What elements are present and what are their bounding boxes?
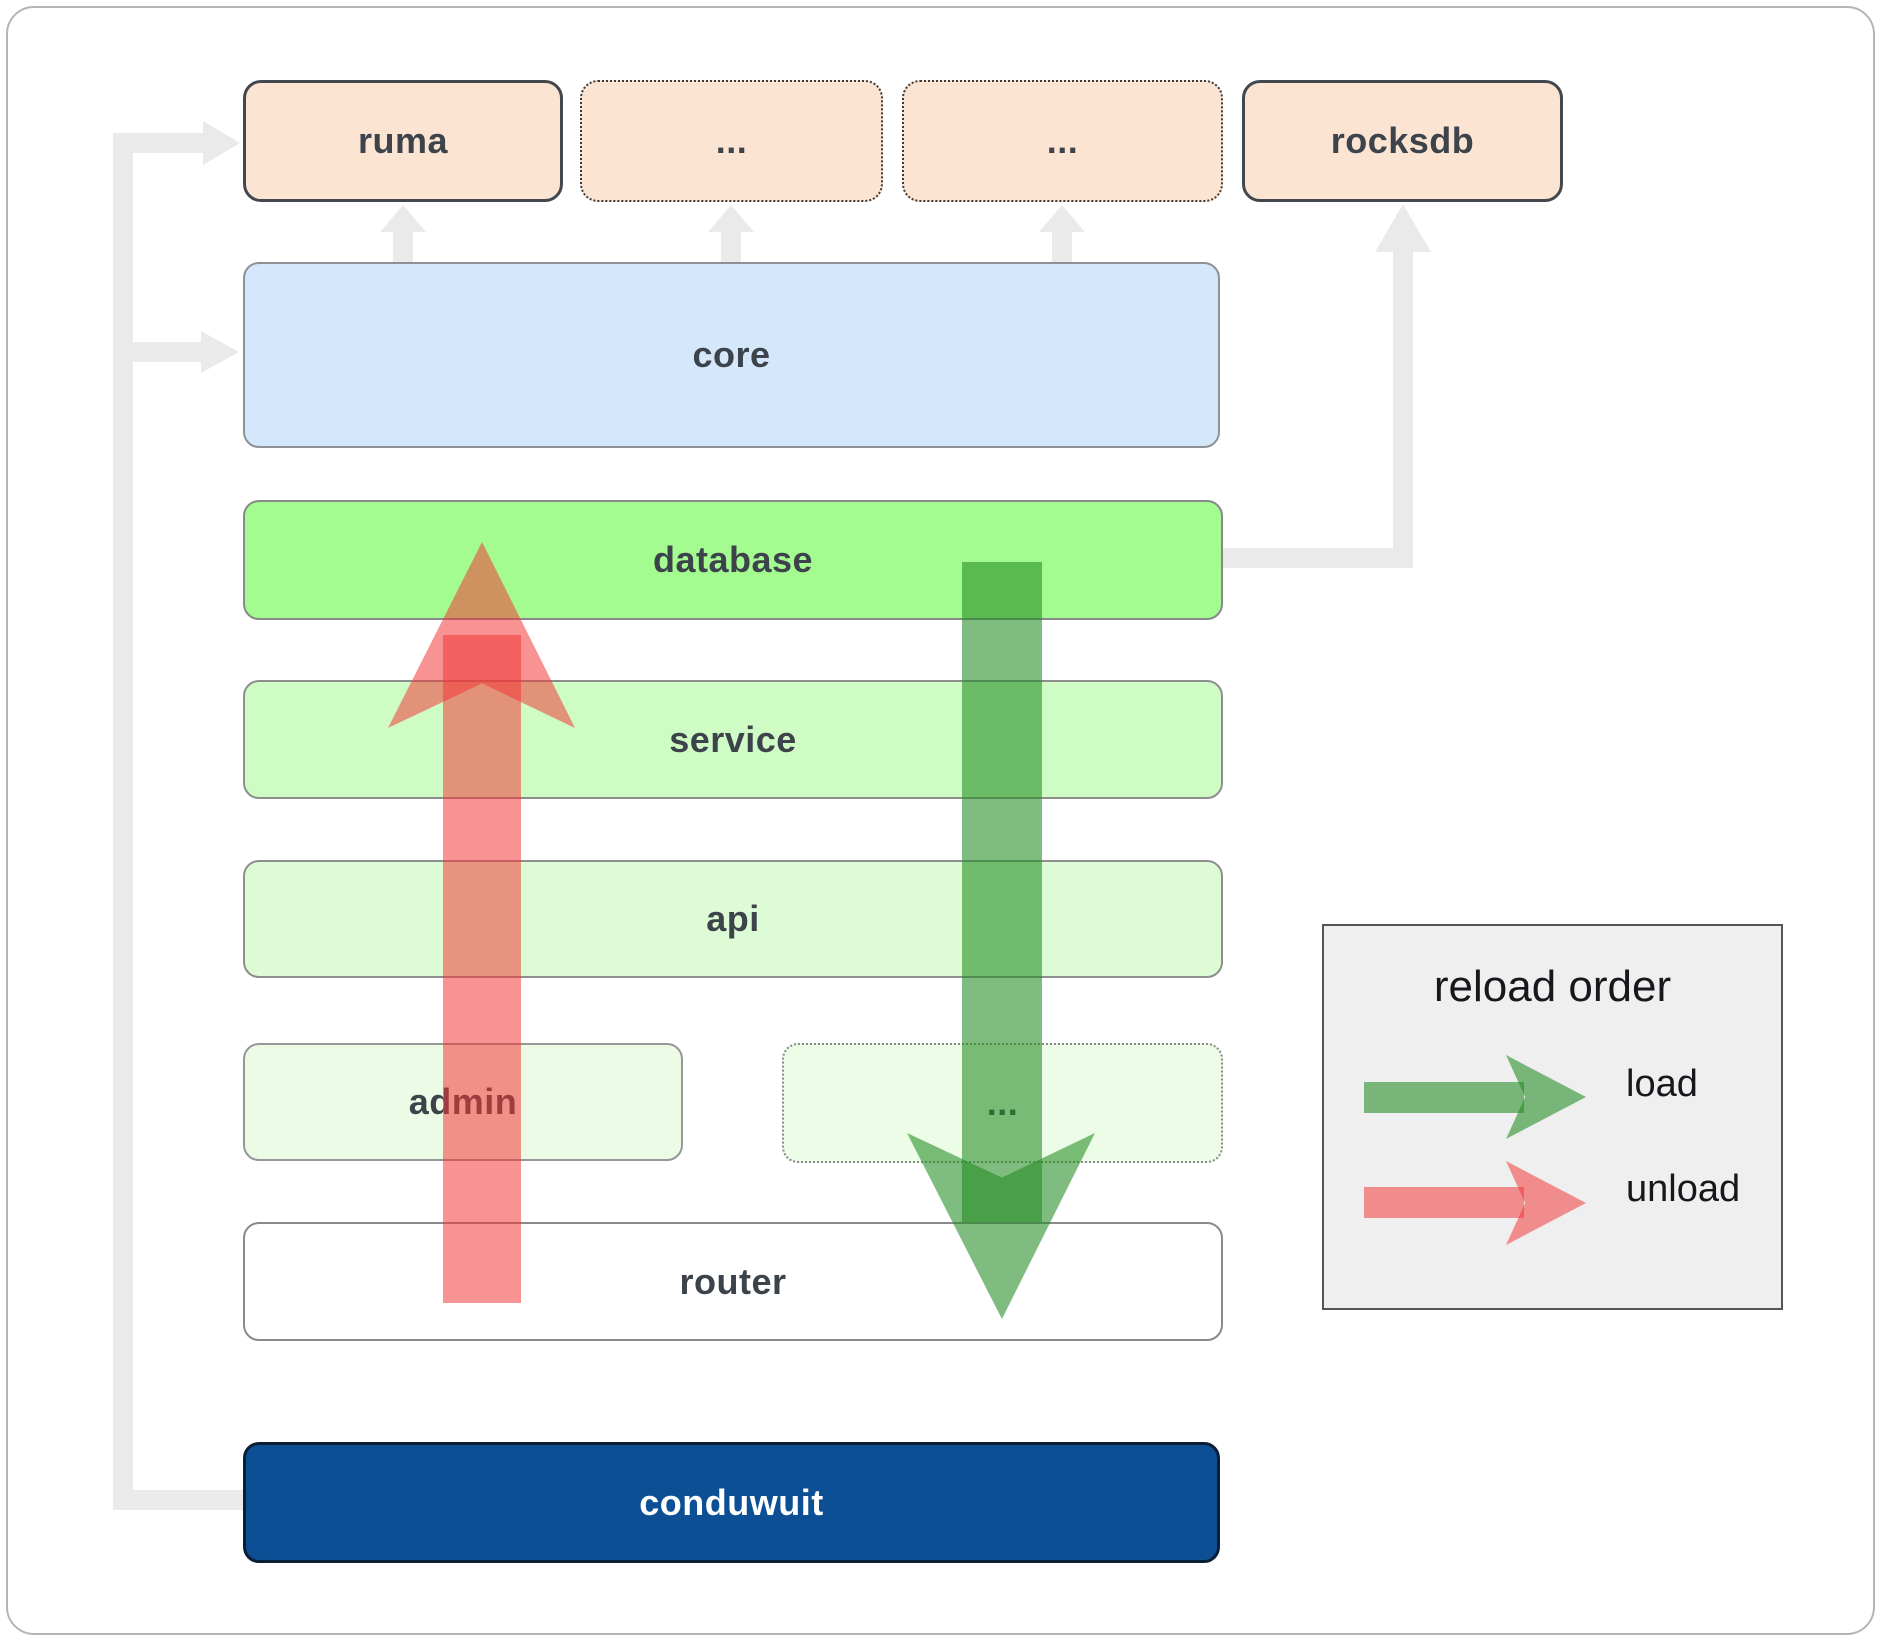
node-label: database — [652, 539, 814, 580]
connector-database-to-rocksdb-horizontal — [1223, 548, 1413, 568]
node-label: router — [679, 1260, 787, 1302]
node-ellipsis-1: ... — [580, 80, 883, 202]
connector-core-to-dots1 — [721, 230, 741, 263]
load-arrow-shaft — [962, 562, 1042, 1222]
node-service: service — [243, 680, 1223, 799]
legend-title: reload order — [1433, 962, 1672, 1011]
legend-unload-label: unload — [1626, 1168, 1741, 1210]
node-conduwuit: conduwuit — [243, 1442, 1220, 1563]
connector-vertical-line — [113, 133, 133, 1510]
node-rocksdb: rocksdb — [1242, 80, 1563, 202]
node-ruma: ruma — [243, 80, 563, 202]
connector-core-to-ruma — [393, 230, 413, 263]
node-label: ... — [1046, 120, 1079, 161]
node-label: ... — [715, 120, 748, 161]
load-arrow-shaft — [1364, 1082, 1524, 1113]
node-label: conduwuit — [639, 1481, 824, 1523]
node-label: rocksdb — [1330, 120, 1475, 161]
node-label: ruma — [357, 120, 449, 161]
node-label: core — [692, 334, 771, 375]
legend: reload order load unload — [1322, 924, 1783, 1310]
unload-arrow-shaft — [1364, 1187, 1524, 1218]
connector-from-conduwuit — [113, 1490, 243, 1510]
node-router: router — [243, 1222, 1223, 1341]
connector-to-core — [113, 342, 203, 362]
node-label: api — [706, 898, 760, 939]
legend-load-label: load — [1626, 1063, 1698, 1105]
node-ellipsis-2: ... — [902, 80, 1223, 202]
node-api: api — [243, 860, 1223, 978]
unload-arrow-shaft — [443, 635, 521, 1303]
node-core: core — [243, 262, 1220, 448]
node-database: database — [243, 500, 1223, 620]
outer-border — [6, 6, 1875, 1635]
connector-database-to-rocksdb-vertical — [1393, 250, 1413, 568]
node-label: service — [669, 718, 797, 760]
connector-core-to-dots2 — [1052, 230, 1072, 263]
connector-to-ruma — [113, 133, 205, 153]
